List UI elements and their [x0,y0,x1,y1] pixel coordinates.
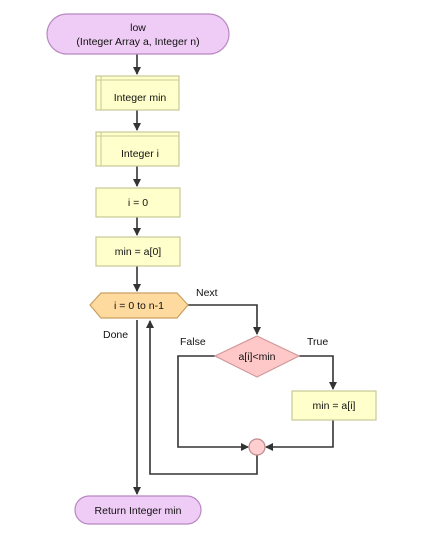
assign-min-ai-shape [291,390,377,421]
declare-min-label: Integer min [114,92,167,104]
declare-min-shape [95,75,180,111]
for-loop-label: i = 0 to n-1 [114,300,164,312]
declare-i-label: Integer i [121,148,159,160]
assign-min-label: min = a[0] [115,246,161,258]
edge-label-false: False [180,336,206,348]
assign-min-shape [95,236,181,267]
start-node[interactable]: low (Integer Array a, Integer n) [46,13,230,55]
edge-assign-to-join [265,420,334,451]
edge-label-done: Done [103,329,128,341]
start-node-shape [46,13,230,55]
start-node-params: (Integer Array a, Integer n) [76,36,199,48]
declare-min-node[interactable]: Integer min [95,75,180,111]
end-node-shape [74,495,202,525]
assign-min-node[interactable]: min = a[0] [95,236,181,267]
decision-node[interactable]: a[i]<min [213,335,301,378]
edge-label-true: True [307,336,328,348]
for-loop-shape [89,292,189,319]
assign-min-ai-node[interactable]: min = a[i] [291,390,377,421]
join-connector-shape [248,438,266,456]
assign-i-label: i = 0 [128,197,148,209]
edge-loop-next-to-if [188,304,261,335]
assign-i-shape [95,187,181,218]
edge-join-back-to-loop [146,320,258,475]
decision-label: a[i]<min [238,351,275,363]
end-node[interactable]: Return Integer min [74,495,202,525]
declare-i-node[interactable]: Integer i [95,131,180,167]
assign-i-node[interactable]: i = 0 [95,187,181,218]
join-connector-node[interactable] [248,438,266,456]
declare-i-shape [95,131,180,167]
decision-shape [213,335,301,378]
edge-if-false-to-join [177,355,249,451]
start-node-title: low [130,22,146,34]
end-node-label: Return Integer min [95,505,182,517]
edge-label-next: Next [196,287,218,299]
edge-if-true-to-assign [299,355,337,390]
assign-min-ai-label: min = a[i] [313,400,356,412]
for-loop-node[interactable]: i = 0 to n-1 [89,292,189,319]
edges [133,54,337,495]
